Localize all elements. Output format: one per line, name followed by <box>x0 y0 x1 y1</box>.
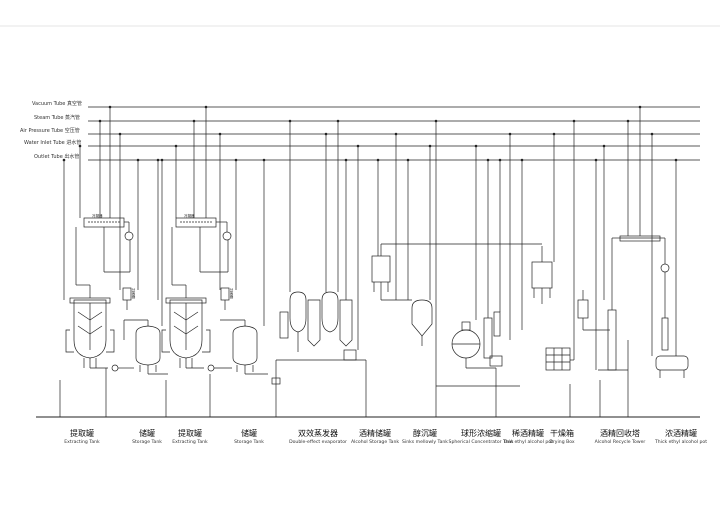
equipment-name-en: Thick ethyl alcohol pot <box>654 440 708 445</box>
storage-tank-2 <box>220 160 268 375</box>
junction-dots <box>62 105 678 162</box>
storage-tank-1 <box>123 160 168 375</box>
equipment-label: 醇沉罐 Sinks mellowly Tank <box>390 428 460 446</box>
equipment-name-zh: 双效蒸发器 <box>298 429 338 438</box>
equipment-label: 稀酒精罐 Thin ethyl alcohol pot <box>493 428 563 446</box>
equipment-name-en: Thin ethyl alcohol pot <box>503 440 553 445</box>
equipment-name-zh: 干燥箱 <box>550 429 574 438</box>
pipeline-label-air-pressure: Air Pressure Tube 空压管 <box>20 128 80 134</box>
equipment-label: 提取罐 Extracting Tank <box>155 428 225 446</box>
equipment-name-zh: 球形浓缩罐 <box>461 429 501 438</box>
equipment-name-en: Drying Box <box>549 440 575 445</box>
double-effect-evaporator <box>271 121 367 390</box>
condenser-tag: 冷凝器 <box>92 214 103 218</box>
separator-tag: 分离器 <box>230 288 234 299</box>
pipeline-label-vacuum: Vacuum Tube 真空管 <box>32 101 82 107</box>
condenser <box>83 217 125 228</box>
pipeline-label-water-inlet: Water Inlet Tube 进水管 <box>24 140 82 146</box>
equipment-name-zh: 酒精储罐 <box>359 429 391 438</box>
storage-tank <box>135 325 161 366</box>
equipment-name-en: Double-effect evaporator <box>289 440 347 445</box>
condenser-tag: 冷凝器 <box>184 214 195 218</box>
extracting-tank <box>73 299 107 359</box>
equipment-label: 浓酒精罐 Thick ethyl alcohol pot <box>646 428 716 446</box>
equipment-name-zh: 醇沉罐 <box>413 429 437 438</box>
separator-tag: 分离器 <box>132 288 136 299</box>
equipment-name-en: Extracting Tank <box>172 440 208 445</box>
drying-box <box>545 347 571 371</box>
equipment-label: 双效蒸发器 Double-effect evaporator <box>283 428 353 446</box>
drying-box-unit <box>545 121 575 371</box>
equipment-name-zh: 酒精回收塔 <box>600 429 640 438</box>
equipment-label: 球形浓缩罐 Spherical Concentrator Tank <box>446 428 516 446</box>
equipment-name-en: Alcohol Recycle Tower <box>594 440 646 445</box>
equipment-label: 提取罐 Extracting Tank <box>47 428 117 446</box>
equipment-label: 干燥箱 Drying Box <box>527 428 597 446</box>
spherical-concentrator-unit <box>451 134 511 380</box>
equipment-name-en: Storage Tank <box>234 440 264 445</box>
alcohol-storage-tank-unit <box>371 134 470 301</box>
equipment-label: 酒精储罐 Alcohol Storage Tank <box>340 428 410 446</box>
pipeline-label-outlet: Outlet Tube 出水管 <box>34 154 80 160</box>
equipment-name-zh: 稀酒精罐 <box>512 429 544 438</box>
equipment-name-en: Spherical Concentrator Tank <box>448 440 514 445</box>
pipeline-label-steam: Steam Tube 蒸汽管 <box>34 115 81 121</box>
equipment-label: 储罐 Storage Tank <box>214 428 284 446</box>
equipment-name-en: Sinks mellowly Tank <box>402 440 448 445</box>
equipment-name-en: Extracting Tank <box>64 440 100 445</box>
thick-alcohol-pot-unit <box>651 134 689 378</box>
separator <box>124 231 134 241</box>
equipment-name-zh: 储罐 <box>241 429 257 438</box>
equipment-name-zh: 提取罐 <box>70 429 94 438</box>
equipment-name-en: Storage Tank <box>132 440 162 445</box>
equipment-name-zh: 浓酒精罐 <box>665 429 697 438</box>
sinks-mellowly-tank-unit <box>407 121 520 387</box>
equipment-name-en: Alcohol Storage Tank <box>350 440 400 445</box>
alcohol-recycle-tower-unit <box>577 107 661 388</box>
extracting-unit-1 <box>63 107 139 372</box>
equipment-name-zh: 提取罐 <box>178 429 202 438</box>
extracting-unit-2 <box>157 107 237 372</box>
equipment-label: 酒精回收塔 Alcohol Recycle Tower <box>585 428 655 446</box>
thin-alcohol-pot-unit <box>470 134 555 330</box>
equipment-label: 储罐 Storage Tank <box>112 428 182 446</box>
equipment-name-zh: 储罐 <box>139 429 155 438</box>
